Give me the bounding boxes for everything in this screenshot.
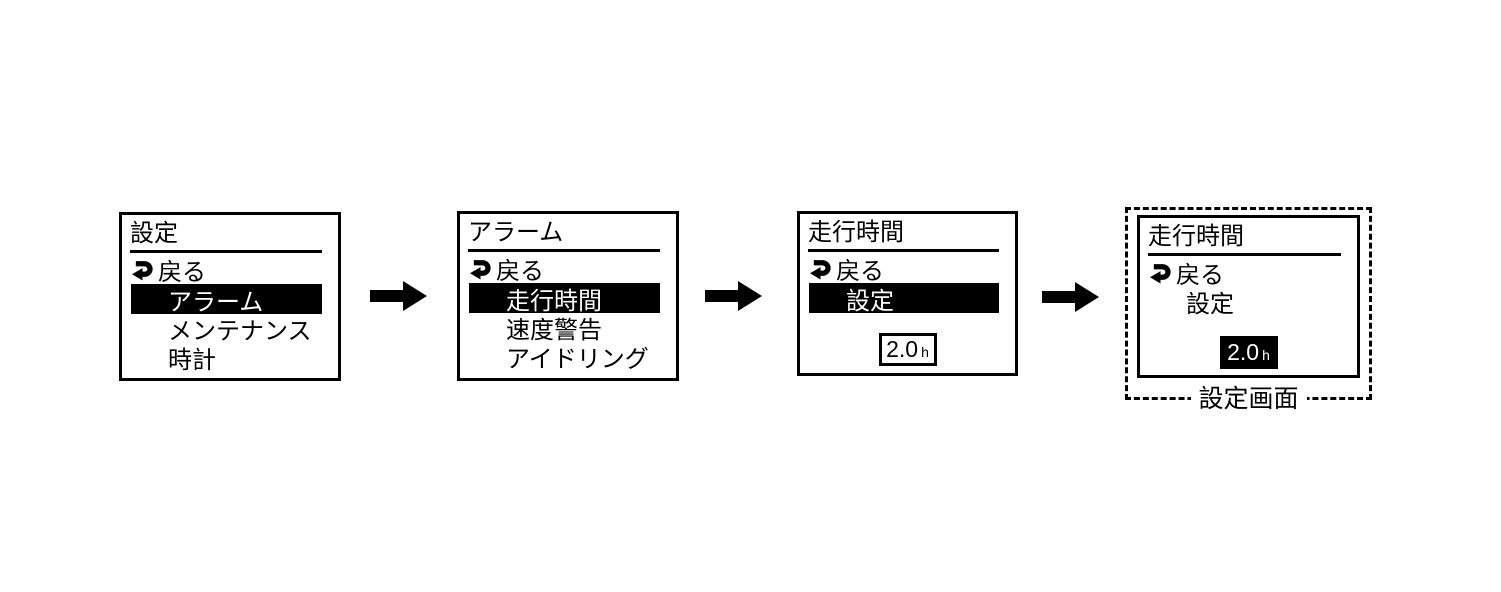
screen-driving-time: 走行時間 戻る 設定 2.0 h (797, 211, 1018, 376)
menu-item-label: 走行時間 (506, 287, 602, 315)
back-arrow-icon (810, 260, 831, 280)
back-arrow-icon (470, 260, 491, 280)
hours-unit: h (921, 344, 929, 360)
menu-item-label: メンテナンス (168, 318, 312, 345)
menu-item-label: アラーム (168, 288, 264, 316)
hours-value-box: 2.0 h (878, 333, 937, 366)
title-separator (1148, 253, 1341, 256)
menu-item-label: アイドリング (506, 346, 649, 373)
screen-settings: 設定 戻る アラーム メンテナンス 時計 (119, 212, 341, 381)
menu-item-back: 戻る (122, 255, 338, 286)
right-block-arrow-icon (1042, 282, 1099, 312)
back-arrow-icon (1150, 264, 1171, 284)
menu-item-label: 設定 (846, 287, 894, 315)
menu-item-back: 戻る (800, 254, 1015, 285)
title-separator (130, 250, 322, 253)
screen-title: アラーム (468, 219, 564, 246)
menu-item-driving-time: 走行時間 (469, 283, 660, 315)
menu-item-speed-warning: 速度警告 (460, 313, 676, 344)
menu-item-alarm: アラーム (131, 284, 322, 316)
setting-screen-frame: 走行時間 戻る 設定 2.0 h 設定画面 (1125, 207, 1372, 413)
menu-item-label: 時計 (168, 347, 216, 374)
back-arrow-icon (132, 261, 153, 281)
screen-alarm: アラーム 戻る 走行時間 速度警告 アイドリング (457, 211, 679, 381)
title-separator (468, 249, 660, 252)
menu-item-label: 戻る (496, 258, 544, 285)
menu-item-label: 設定 (1186, 291, 1234, 318)
menu-item-clock: 時計 (122, 343, 338, 374)
menu-item-back: 戻る (460, 254, 676, 285)
right-block-arrow-icon (370, 281, 427, 311)
menu-item-maintenance: メンテナンス (122, 314, 338, 345)
screen-title: 走行時間 (808, 219, 904, 246)
menu-item-back: 戻る (1140, 258, 1357, 289)
hours-value-box-selected: 2.0 h (1219, 336, 1278, 369)
hours-value: 2.0 (1227, 339, 1260, 365)
screen-title: 走行時間 (1148, 223, 1244, 250)
menu-item-label: 速度警告 (506, 317, 602, 344)
menu-item-setting: 設定 (809, 283, 999, 315)
screen-driving-time-setting: 走行時間 戻る 設定 2.0 h (1137, 215, 1360, 378)
right-block-arrow-icon (705, 281, 762, 311)
setting-screen-caption: 設定画面 (1190, 385, 1307, 413)
menu-item-label: 戻る (158, 259, 206, 286)
menu-item-idling: アイドリング (460, 342, 676, 373)
menu-item-label: 戻る (836, 258, 884, 285)
menu-item-setting: 設定 (1140, 287, 1357, 318)
hours-value: 2.0 (886, 336, 919, 362)
screen-title: 設定 (130, 220, 178, 247)
menu-item-label: 戻る (1176, 262, 1224, 289)
title-separator (808, 249, 999, 252)
hours-unit: h (1262, 347, 1270, 363)
